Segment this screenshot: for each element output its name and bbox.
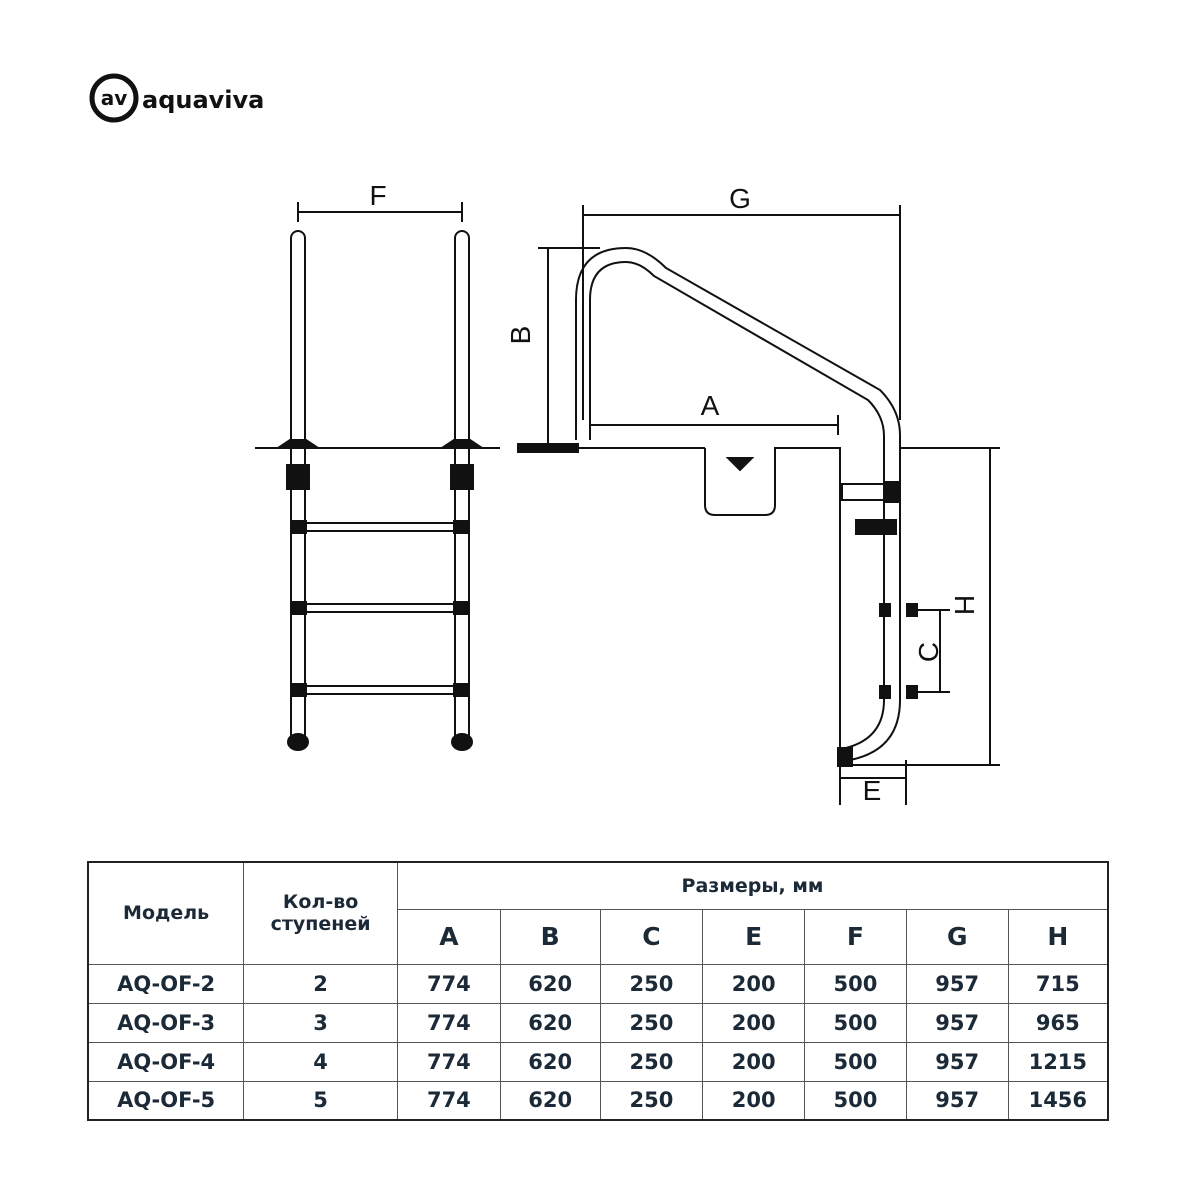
cell-dim-E: 200 <box>702 1080 806 1121</box>
cell-model: AQ-OF-5 <box>87 1080 245 1121</box>
cell-dim-E: 200 <box>702 1002 806 1043</box>
cell-dim-F: 500 <box>804 963 907 1004</box>
cell-dim-H: 965 <box>1007 1002 1109 1043</box>
cell-dim-F: 500 <box>804 1041 907 1082</box>
aquaviva-logo: av aquaviva <box>89 73 264 123</box>
cell-dim-G: 957 <box>905 1041 1009 1082</box>
cell-dim-B: 620 <box>499 1041 601 1082</box>
handrail-outer <box>575 246 901 761</box>
cell-dim-G: 957 <box>905 1002 1009 1043</box>
cell-steps: 2 <box>243 963 398 1004</box>
label-E: E <box>863 775 882 806</box>
cell-dim-E: 200 <box>702 963 806 1004</box>
header-dim-C: C <box>599 908 704 965</box>
cell-dim-A: 774 <box>397 1002 501 1043</box>
cell-model: AQ-OF-2 <box>87 963 245 1004</box>
cell-dim-B: 620 <box>499 963 601 1004</box>
header-dim-E: E <box>702 908 806 965</box>
front-view: F <box>255 180 500 751</box>
header-model: Модель <box>87 861 245 965</box>
cell-dim-C: 250 <box>599 1080 704 1121</box>
logo-monogram: av <box>101 86 128 110</box>
cell-dim-B: 620 <box>499 1080 601 1121</box>
header-dim-B: B <box>499 908 601 965</box>
cell-dim-F: 500 <box>804 1002 907 1043</box>
logo-ring <box>89 73 139 123</box>
cell-dim-C: 250 <box>599 1041 704 1082</box>
cell-dim-A: 774 <box>397 963 501 1004</box>
header-dim-F: F <box>804 908 907 965</box>
cell-dim-B: 620 <box>499 1002 601 1043</box>
label-A: A <box>701 390 720 421</box>
cell-dim-E: 200 <box>702 1041 806 1082</box>
cell-dim-A: 774 <box>397 1080 501 1121</box>
header-steps: Кол-во ступеней <box>243 861 398 965</box>
label-G: G <box>729 183 751 214</box>
header-dimensions: Размеры, мм <box>397 861 1109 910</box>
cell-steps: 4 <box>243 1041 398 1082</box>
left-rail <box>290 230 306 745</box>
side-view: G B A H C E <box>505 183 1000 806</box>
label-C: C <box>913 642 944 662</box>
cell-dim-G: 957 <box>905 1080 1009 1121</box>
logo-wordmark: aquaviva <box>142 86 264 114</box>
cell-dim-F: 500 <box>804 1080 907 1121</box>
rungs <box>291 520 469 697</box>
cell-dim-C: 250 <box>599 1002 704 1043</box>
cell-dim-A: 774 <box>397 1041 501 1082</box>
cell-model: AQ-OF-3 <box>87 1002 245 1043</box>
label-F: F <box>369 180 386 211</box>
label-H: H <box>949 595 980 615</box>
cell-dim-G: 957 <box>905 963 1009 1004</box>
header-dim-A: A <box>397 908 501 965</box>
label-B: B <box>505 326 536 345</box>
dimensions-table: Модель Кол-во ступеней Размеры, мм A B C… <box>87 861 1109 1121</box>
cell-dim-C: 250 <box>599 963 704 1004</box>
ladder-diagram: F G B A <box>255 180 1000 806</box>
cell-dim-H: 715 <box>1007 963 1109 1004</box>
cell-dim-H: 1456 <box>1007 1080 1109 1121</box>
right-rail <box>454 230 470 745</box>
handrail-inner <box>589 260 885 749</box>
cell-steps: 3 <box>243 1002 398 1043</box>
header-dim-H: H <box>1007 908 1109 965</box>
cell-steps: 5 <box>243 1080 398 1121</box>
header-dim-G: G <box>905 908 1009 965</box>
cell-model: AQ-OF-4 <box>87 1041 245 1082</box>
cell-dim-H: 1215 <box>1007 1041 1109 1082</box>
